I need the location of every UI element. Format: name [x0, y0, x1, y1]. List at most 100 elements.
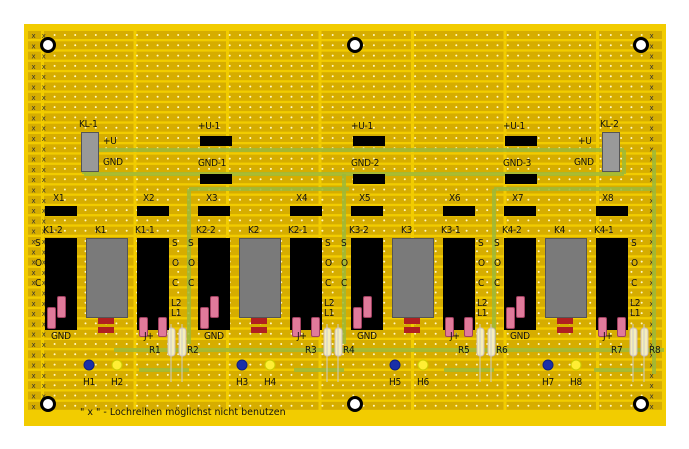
hole [269, 75, 272, 78]
hole [105, 394, 108, 397]
hole [537, 95, 540, 98]
hole [486, 106, 489, 109]
hole [166, 188, 169, 191]
hole [424, 322, 427, 325]
hole [537, 260, 540, 263]
channel-header [596, 206, 628, 216]
hole [403, 34, 406, 36]
hole [609, 64, 612, 67]
hole [331, 126, 334, 129]
hole [105, 157, 108, 160]
hole [115, 75, 118, 78]
hole [280, 44, 283, 47]
hole [568, 137, 571, 139]
hole [537, 250, 540, 253]
hole [280, 75, 283, 78]
hole [342, 353, 344, 356]
hole [105, 404, 108, 407]
avoid-marker: x [650, 331, 654, 339]
avoid-marker: x [650, 269, 654, 277]
avoid-marker: x [42, 217, 46, 225]
hole [331, 322, 334, 325]
hole [589, 343, 592, 345]
hole [136, 126, 138, 129]
hole [125, 116, 128, 119]
hole [362, 343, 365, 345]
hole [475, 260, 478, 263]
hole [362, 188, 365, 191]
hole [475, 291, 478, 294]
hole [640, 95, 643, 98]
hole [84, 209, 87, 212]
hole [84, 229, 87, 232]
hole [177, 85, 180, 88]
hole [352, 116, 355, 119]
hole [599, 137, 602, 139]
hole [115, 178, 118, 181]
hole [640, 322, 643, 325]
hole [352, 75, 355, 78]
hole [331, 137, 334, 139]
hole [94, 106, 97, 109]
hole [455, 178, 458, 181]
hole [496, 404, 499, 407]
hole [465, 404, 468, 407]
hole [84, 198, 87, 201]
hole [578, 106, 581, 109]
hole [74, 404, 77, 407]
hole [372, 404, 375, 407]
hole [115, 322, 118, 325]
copper-strip [28, 391, 662, 400]
hole [269, 229, 272, 232]
hole [94, 64, 97, 67]
hole [475, 404, 478, 407]
hole [475, 384, 478, 387]
hole [228, 404, 231, 407]
hole [331, 219, 334, 222]
hole [630, 404, 633, 407]
hole [300, 373, 303, 376]
hole [115, 167, 118, 170]
hole [527, 198, 530, 201]
hole [280, 343, 283, 345]
hole [589, 95, 592, 98]
hole [105, 332, 108, 335]
hole [249, 64, 252, 67]
hole [94, 343, 97, 345]
hole [558, 95, 561, 98]
hole [177, 373, 180, 376]
hole [589, 373, 592, 376]
hole [177, 178, 180, 181]
hole [496, 384, 499, 387]
hole [84, 384, 87, 387]
hole [280, 322, 283, 325]
hole [146, 157, 149, 160]
hole [63, 137, 66, 139]
hole [166, 54, 169, 57]
avoid-marker: x [650, 362, 654, 370]
led-label: H3 [236, 377, 248, 388]
hole [506, 116, 509, 119]
jumper [617, 317, 626, 337]
hole [146, 106, 149, 109]
hole [166, 167, 169, 170]
hole [537, 384, 540, 387]
hole [372, 167, 375, 170]
hole [136, 188, 138, 191]
hole [424, 229, 427, 232]
hole [362, 34, 365, 36]
hole [589, 353, 592, 356]
hole [599, 404, 602, 407]
jumper [363, 296, 372, 318]
hole [517, 229, 520, 232]
hole [136, 106, 138, 109]
avoid-marker: x [32, 84, 36, 92]
hole [125, 44, 128, 47]
hole [249, 178, 252, 181]
hole [537, 322, 540, 325]
jumper [311, 317, 320, 337]
hole [445, 394, 447, 397]
hole [125, 85, 128, 88]
hole [331, 64, 334, 67]
jumper [516, 296, 525, 318]
